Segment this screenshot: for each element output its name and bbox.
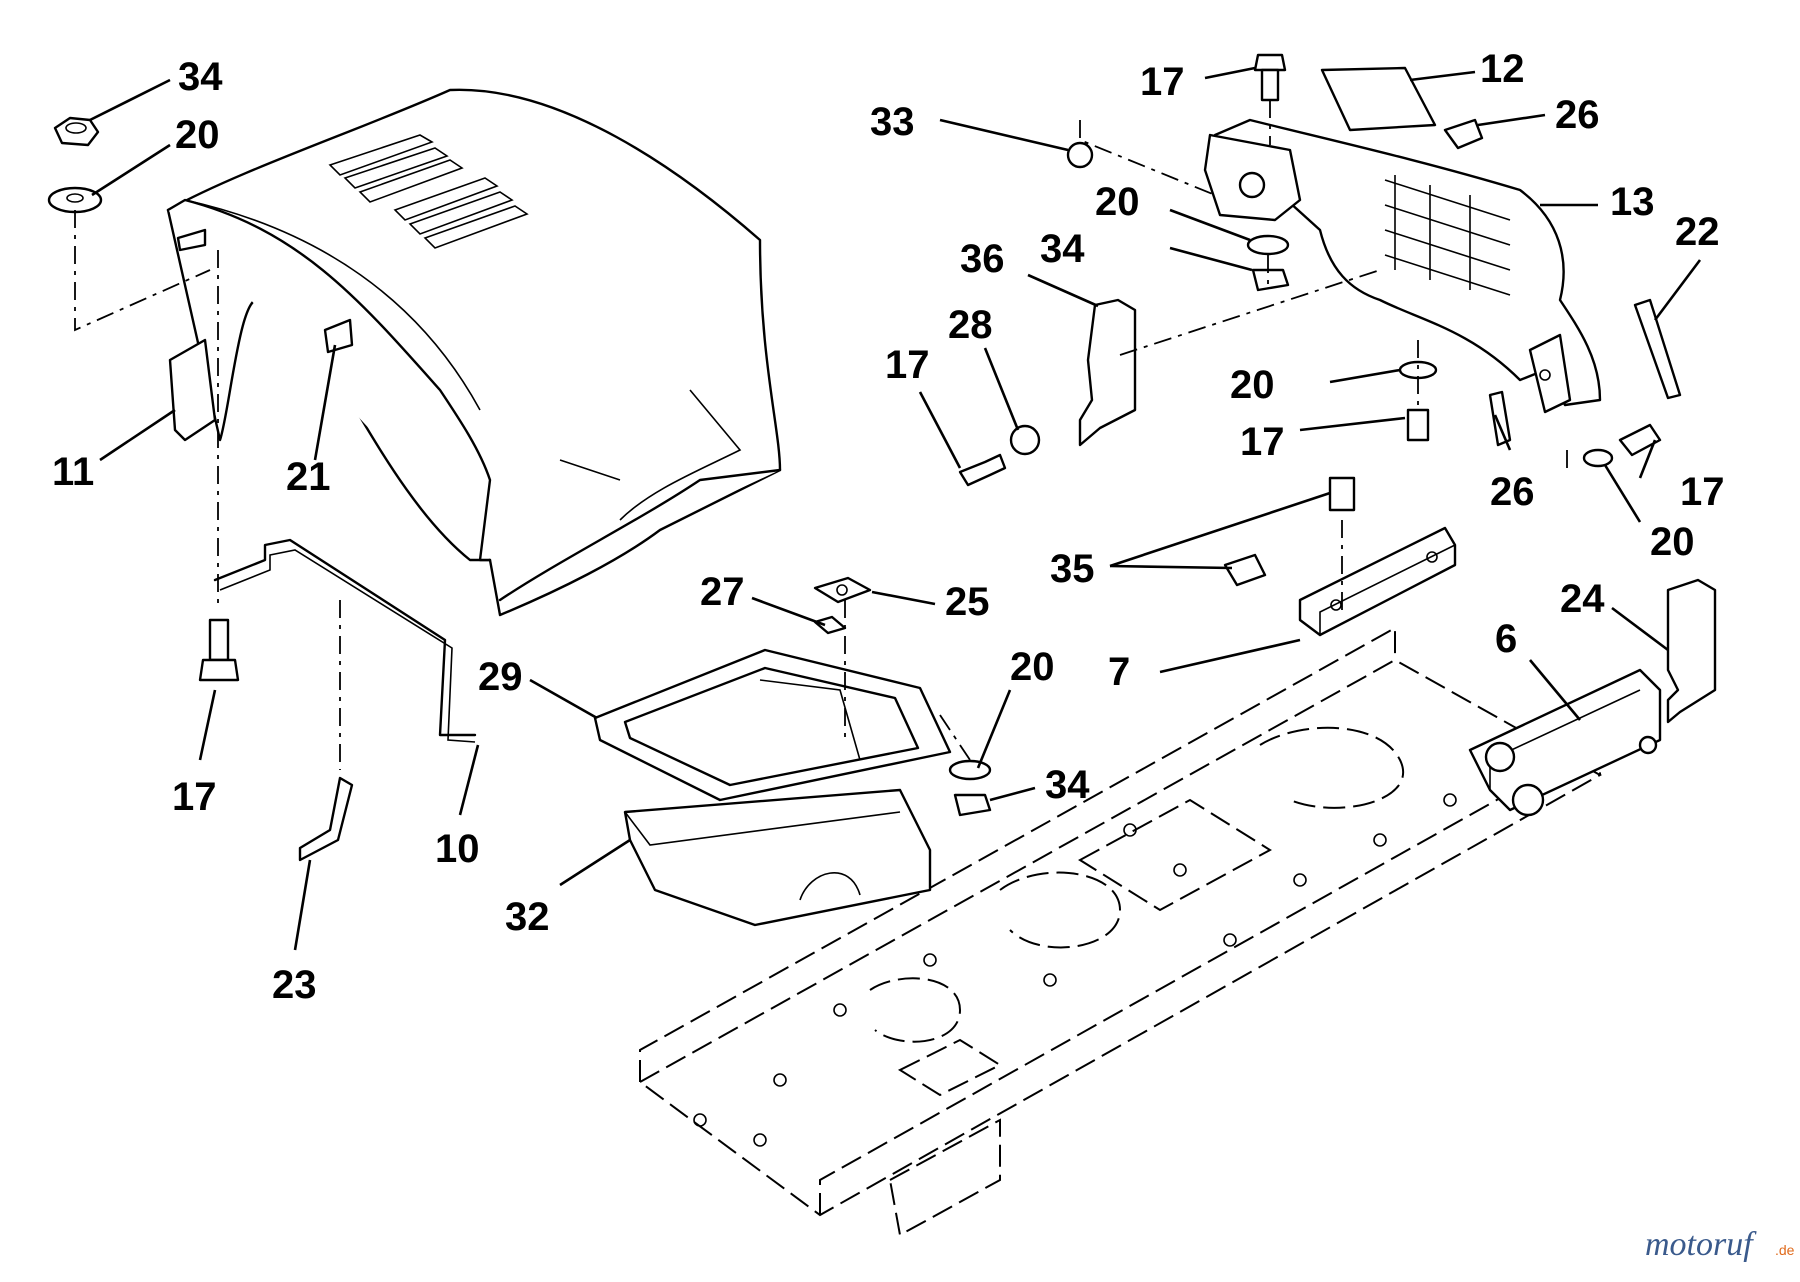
callout-17: 17 [1140,60,1185,104]
callout-20: 20 [1230,363,1275,407]
watermark-brand: motoruf [1645,1226,1757,1263]
chassis-frame [638,626,1603,1237]
grille-mount-bracket [1203,133,1302,222]
callout-22: 22 [1675,210,1720,254]
callout-35: 35 [1050,547,1095,591]
callout-21: 21 [286,455,331,499]
callout-6: 6 [1495,617,1517,661]
callout-28: 28 [948,303,993,347]
callout-20: 20 [1650,520,1695,564]
callout-10: 10 [435,827,480,871]
callout-29: 29 [478,655,523,699]
assembly-centre-lines [74,100,1568,770]
fasteners [47,53,1662,817]
callout-20: 20 [175,113,220,157]
front-axle-support-part-6 [1468,668,1662,817]
callout-12: 12 [1480,47,1525,91]
callout-34: 34 [1045,763,1090,807]
callout-33: 33 [870,100,915,144]
clip-part-27 [813,615,847,635]
callout-26: 26 [1490,470,1535,514]
callout-17: 17 [1240,420,1285,464]
callout-11: 11 [52,450,94,494]
callout-34: 34 [1040,227,1085,271]
clip-part-25 [813,576,872,604]
leader-lines [89,66,1702,951]
watermark-suffix: .de [1775,1242,1795,1258]
dash-frame-part-29 [593,648,952,802]
callout-24: 24 [1560,577,1605,621]
hood-louvres [328,134,529,249]
callout-17: 17 [885,343,930,387]
callout-36: 36 [960,237,1005,281]
bracket-part-36 [1078,298,1137,447]
clip-part-23 [298,776,354,862]
callout-17: 17 [1680,470,1725,514]
callout-34: 34 [178,55,223,99]
callout-7: 7 [1108,650,1130,694]
callout-25: 25 [945,580,990,624]
strip-part-22 [1633,298,1682,400]
callout-27: 27 [700,570,745,614]
bracket-part-7 [1298,526,1457,637]
bolt-17-icon [208,618,230,662]
dash-panel-part-32 [623,788,932,927]
callout-20: 20 [1095,180,1140,224]
callout-17: 17 [172,775,217,819]
callout-labels: 34 20 11 21 17 10 23 27 25 29 32 20 34 1… [52,47,1725,1007]
side-bracket-part-24 [1666,578,1717,724]
support-rod-part-10 [213,538,477,743]
star-washer-28-icon [1009,424,1041,456]
grille-part-13 [1213,118,1602,414]
callout-23: 23 [272,963,317,1007]
callout-20: 20 [1010,645,1055,689]
callout-13: 13 [1610,180,1655,224]
callout-26: 26 [1555,93,1600,137]
washer-20-icon [47,186,103,214]
hood-assembly [166,88,782,617]
callout-32: 32 [505,895,550,939]
watermark-logo: motoruf .de [1645,1226,1795,1263]
plate-part-12 [1320,66,1437,132]
nut-34-icon [53,116,100,147]
